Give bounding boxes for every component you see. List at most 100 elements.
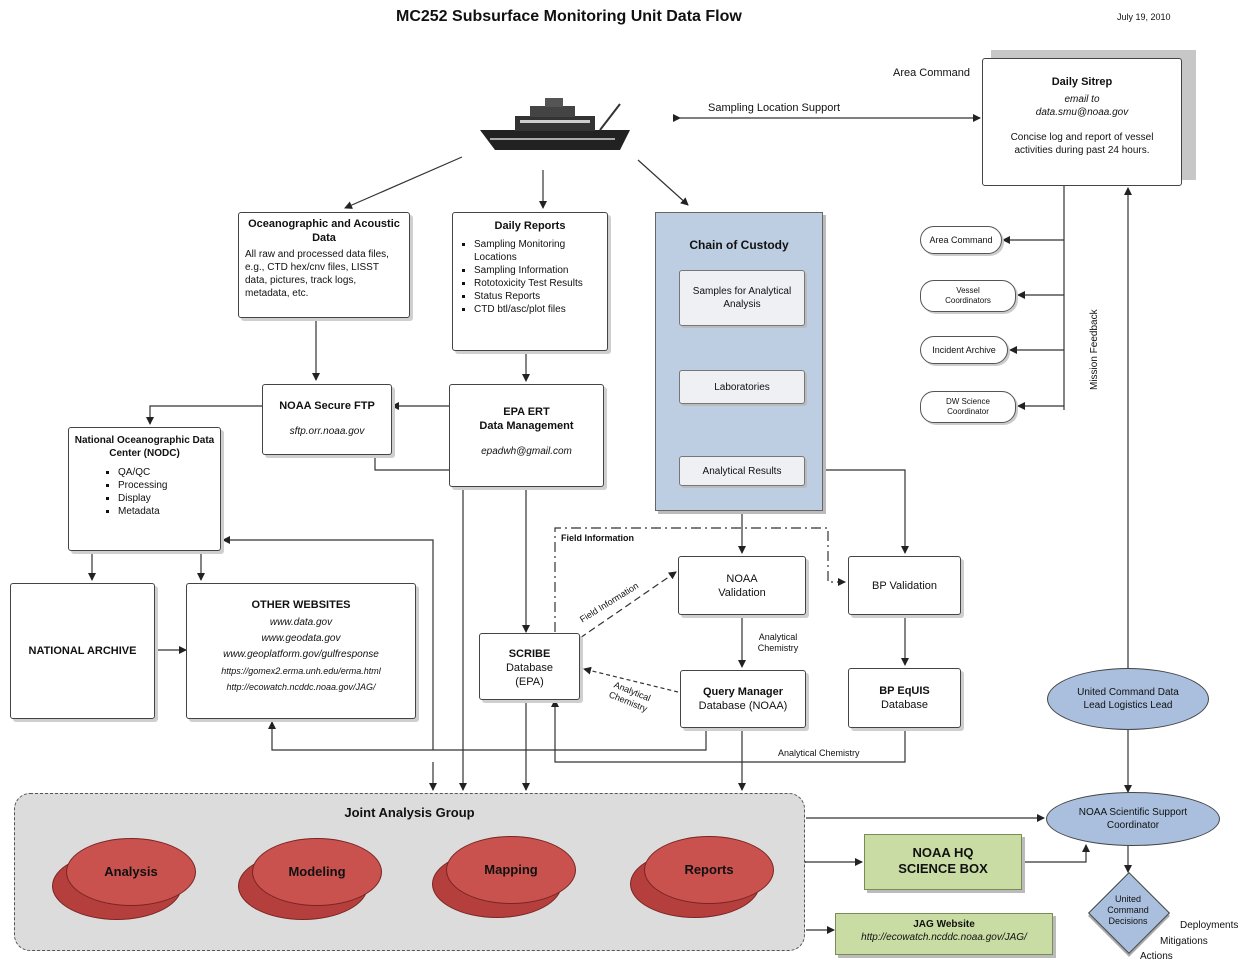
analytical-results-label: Analytical Results [702, 465, 782, 477]
website-link[interactable]: www.geoplatform.gov/gulfresponse [223, 649, 379, 660]
epa-ert-box: EPA ERT Data Management epadwh@gmail.com [449, 384, 604, 487]
uc-decisions-diamond: United Command Decisions [1087, 871, 1171, 955]
pill-dw-label: DW Science Coordinator [945, 397, 990, 416]
daily-reports-list: Sampling Monitoring Locations Sampling I… [461, 238, 599, 316]
analytical-chemistry-label-3: Analytical Chemistry [778, 748, 860, 758]
coc-title: Chain of Custody [689, 238, 789, 252]
noaa-secure-ftp-box: NOAA Secure FTP sftp.orr.noaa.gov [262, 384, 392, 455]
analysis-label: Analysis [104, 864, 158, 879]
uc-data-lead-label: United Command Data Lead Logistics Lead [1077, 687, 1179, 711]
list-item: QA/QC [118, 466, 216, 479]
pill-dw-science: DW Science Coordinator [920, 391, 1016, 423]
website-link[interactable]: www.geodata.gov [261, 633, 341, 644]
oceanographic-box: Oceanographic and Acoustic Data All raw … [238, 212, 410, 318]
other-websites-box: OTHER WEBSITES www.data.gov www.geodata.… [186, 583, 416, 719]
national-archive-box: NATIONAL ARCHIVE [10, 583, 155, 719]
pill-vessel-label: Vessel Coordinators [945, 286, 991, 305]
jag-website-title: JAG Website [913, 919, 975, 930]
ocean-title: Oceanographic and Acoustic Data [248, 218, 400, 244]
list-item: Rototoxicity Test Results [474, 277, 599, 290]
mapping-oval: Mapping [432, 836, 582, 918]
pill-incident-archive: Incident Archive [920, 336, 1008, 364]
ftp-title: NOAA Secure FTP [279, 400, 375, 412]
list-item: Sampling Monitoring Locations [474, 238, 599, 264]
list-item: Processing [118, 479, 216, 492]
pill-area-command: Area Command [920, 226, 1002, 254]
epa-address[interactable]: epadwh@gmail.com [481, 446, 572, 457]
query-manager-line2: Database (NOAA) [698, 700, 788, 712]
list-item: Status Reports [474, 290, 599, 303]
daily-reports-box: Daily Reports Sampling Monitoring Locati… [452, 212, 608, 351]
samples-label: Samples for Analytical Analysis [692, 286, 792, 310]
list-item: Sampling Information [474, 264, 599, 277]
hq-line2: SCIENCE BOX [898, 861, 988, 876]
sitrep-email[interactable]: data.smu@noaa.gov [1035, 107, 1129, 118]
field-information-box-label: Field Information [561, 533, 634, 543]
bp-equis-title: BP EqUIS [879, 685, 930, 697]
list-item: CTD btl/asc/plot files [474, 303, 599, 316]
mission-feedback-label: Mission Feedback [1089, 309, 1100, 390]
bp-equis-box: BP EqUIS Database [848, 668, 961, 728]
nodc-list: QA/QC Processing Display Metadata [105, 466, 216, 518]
uc-data-lead-ellipse: United Command Data Lead Logistics Lead [1047, 668, 1209, 730]
outcome-mitigations: Mitigations [1160, 936, 1208, 947]
pill-vessel-coordinators: Vessel Coordinators [920, 280, 1016, 312]
analytical-chemistry-label-1: Analytical Chemistry [757, 632, 799, 653]
list-item: Metadata [118, 505, 216, 518]
scribe-title: SCRIBE [508, 648, 551, 660]
sitrep-title: Daily Sitrep [1051, 76, 1113, 88]
sitrep-body: Concise log and report of vessel activit… [1010, 132, 1154, 156]
analytical-results-box: Analytical Results [679, 456, 805, 486]
daily-reports-title: Daily Reports [494, 220, 566, 232]
laboratories-box: Laboratories [679, 370, 805, 404]
website-link[interactable]: http://ecowatch.ncddc.noaa.gov/JAG/ [226, 682, 376, 692]
noaa-validation-label: NOAA Validation [718, 572, 766, 599]
reports-oval: Reports [630, 836, 780, 918]
sitrep-email-line: email to [1064, 94, 1100, 105]
modeling-label: Modeling [288, 864, 346, 879]
epa-title-2: Data Management [479, 420, 574, 432]
ftp-address[interactable]: sftp.orr.noaa.gov [289, 426, 365, 437]
modeling-oval: Modeling [238, 838, 388, 920]
outcome-deployments: Deployments [1180, 920, 1239, 931]
ocean-body: All raw and processed data files, e.g., … [245, 249, 389, 299]
bp-validation-box: BP Validation [848, 556, 961, 615]
scribe-box: SCRIBE Database (EPA) [479, 633, 580, 700]
noaa-ssc-label: NOAA Scientific Support Coordinator [1078, 807, 1188, 831]
hq-line1: NOAA HQ [912, 845, 974, 860]
jag-title: Joint Analysis Group [344, 805, 475, 820]
nodc-box: National Oceanographic Data Center (NODC… [68, 427, 221, 551]
website-link[interactable]: www.data.gov [269, 617, 333, 628]
nodc-title: National Oceanographic Data Center (NODC… [74, 435, 215, 459]
samples-box: Samples for Analytical Analysis [679, 270, 805, 326]
other-websites-title: OTHER WEBSITES [251, 599, 351, 611]
mapping-label: Mapping [484, 862, 538, 877]
diagram-title: MC252 Subsurface Monitoring Unit Data Fl… [396, 8, 742, 25]
other-websites-list: www.data.gov www.geodata.gov www.geoplat… [187, 615, 415, 695]
noaa-hq-science-box: NOAA HQ SCIENCE BOX [864, 834, 1022, 890]
area-command-label: Area Command [893, 67, 971, 79]
noaa-validation-box: NOAA Validation [678, 556, 806, 615]
query-manager-title: Query Manager [702, 686, 784, 698]
pill-incident-label: Incident Archive [932, 344, 996, 355]
noaa-ssc-ellipse: NOAA Scientific Support Coordinator [1046, 792, 1220, 846]
daily-sitrep-box: Daily Sitrep email to data.smu@noaa.gov … [982, 58, 1182, 186]
national-archive-label: NATIONAL ARCHIVE [28, 645, 137, 657]
outcome-actions: Actions [1140, 951, 1173, 962]
epa-title-1: EPA ERT [503, 406, 550, 418]
reports-label: Reports [684, 862, 734, 877]
scribe-line2: Database [505, 662, 554, 674]
bp-equis-line2: Database [880, 699, 929, 711]
query-manager-box: Query Manager Database (NOAA) [680, 670, 806, 728]
ship-icon [480, 98, 630, 150]
uc-decisions-label: United Command Decisions [1107, 894, 1149, 926]
jag-website-link[interactable]: http://ecowatch.ncddc.noaa.gov/JAG/ [861, 932, 1027, 943]
laboratories-label: Laboratories [714, 381, 770, 393]
list-item: Display [118, 492, 216, 505]
diagram-date: July 19, 2010 [1117, 12, 1171, 22]
sampling-location-support-label: Sampling Location Support [708, 102, 841, 114]
jag-website-box: JAG Website http://ecowatch.ncddc.noaa.g… [835, 913, 1053, 955]
website-link[interactable]: https://gomex2.erma.unh.edu/erma.html [221, 666, 381, 676]
bp-validation-label: BP Validation [871, 579, 938, 592]
